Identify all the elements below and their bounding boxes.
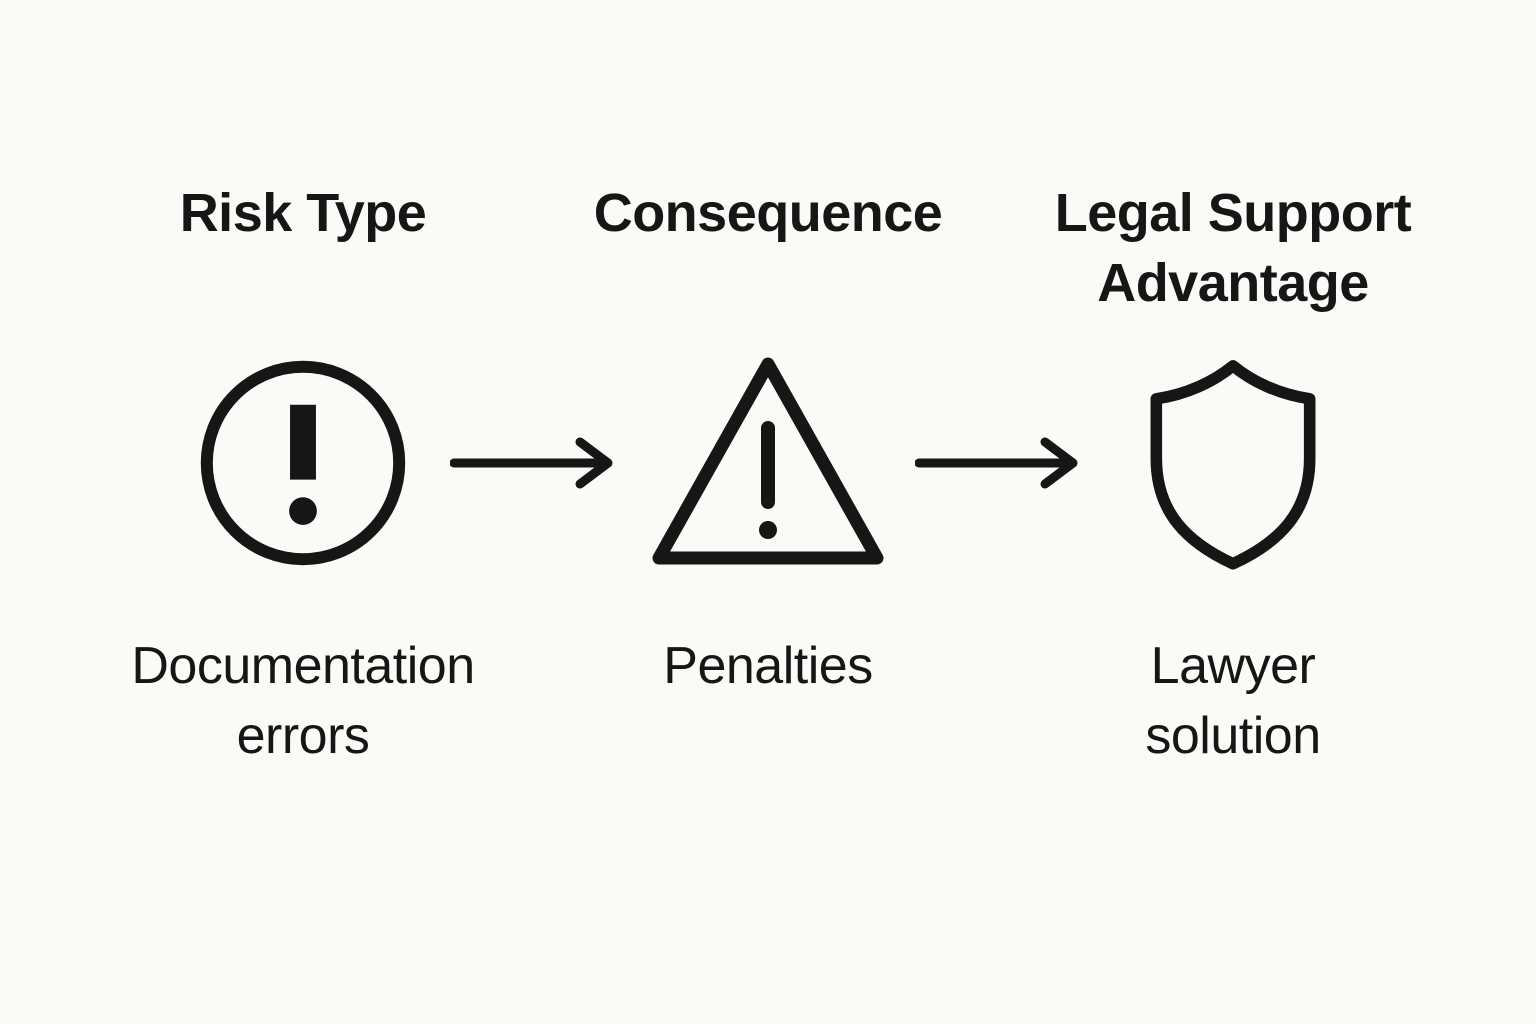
column-consequence-header-cell: Consequence <box>568 178 968 313</box>
column-risk-type-header-cell: Risk Type <box>103 178 503 313</box>
penalties-label: Penalties <box>663 637 873 695</box>
legal-support-icon-cell <box>1033 343 1433 583</box>
arrow-2-cell <box>914 343 1077 583</box>
spacer <box>968 178 1033 313</box>
spacer <box>968 613 1033 771</box>
consequence-label-cell: Penalties <box>568 613 968 771</box>
column-legal-support-header-cell: Legal Support Advantage <box>1033 178 1433 313</box>
exclamation-circle-icon <box>200 360 406 566</box>
consequence-header: Consequence <box>593 183 943 243</box>
warning-triangle-icon <box>652 357 884 565</box>
documentation-errors-label: Documentation errors <box>131 637 475 766</box>
risk-type-label-cell: Documentation errors <box>103 613 503 771</box>
risk-type-header: Risk Type <box>179 183 427 243</box>
spacer <box>503 178 568 313</box>
right-arrow-icon <box>449 437 612 489</box>
legal-support-label-cell: Lawyer solution <box>1033 613 1433 771</box>
legal-support-advantage-header: Legal Support Advantage <box>1054 183 1412 314</box>
arrow-1-cell <box>449 343 612 583</box>
risk-flow-diagram: Risk Type Consequence Legal Support Adva… <box>103 0 1433 771</box>
lawyer-solution-label: Lawyer solution <box>1145 637 1321 766</box>
shield-icon <box>1150 360 1316 570</box>
risk-type-icon-cell <box>103 343 503 583</box>
consequence-icon-cell <box>568 343 968 583</box>
right-arrow-icon <box>914 437 1077 489</box>
spacer <box>503 613 568 771</box>
